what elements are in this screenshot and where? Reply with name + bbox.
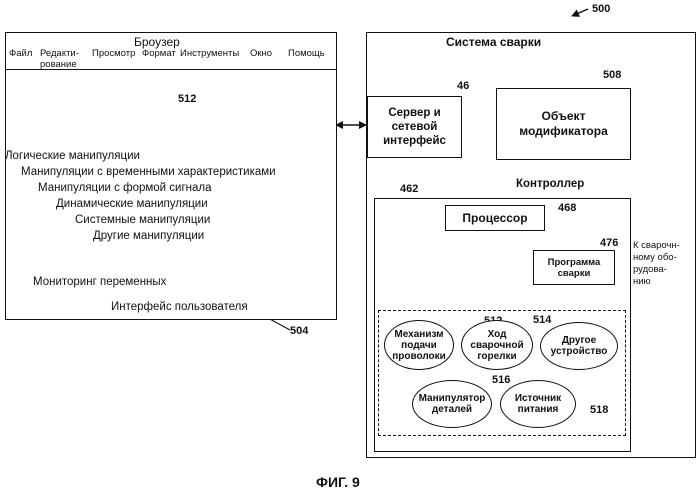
modifier-box: Объект модификатора: [496, 88, 631, 160]
item-logical[interactable]: Логические манипуляции: [5, 150, 140, 162]
menu-tools[interactable]: Инструменты: [180, 48, 239, 59]
monitoring-label[interactable]: Мониторинг переменных: [33, 276, 166, 288]
menu-format[interactable]: Формат: [142, 48, 176, 59]
item-dynamic[interactable]: Динамические манипуляции: [56, 198, 208, 210]
ref-468: 468: [558, 202, 576, 214]
program-label-2: сварки: [558, 268, 591, 279]
program-label-1: Программа: [548, 257, 601, 268]
ref-518: 518: [590, 404, 608, 416]
controller-label: Контроллер: [516, 178, 584, 190]
ref-46: 46: [457, 80, 469, 92]
menu-file[interactable]: Файл: [9, 48, 32, 59]
program-box: Программа сварки: [533, 250, 615, 285]
manipulator-node: Манипулятор деталей: [412, 380, 492, 428]
ref-508: 508: [603, 69, 621, 81]
item-timing[interactable]: Манипуляции с временными характеристикам…: [21, 166, 276, 178]
output-label: К сварочн- ному обо- рудова- нию: [633, 240, 680, 288]
server-label-3: интерфейс: [383, 135, 446, 147]
figure-label: ФИГ. 9: [316, 474, 360, 490]
ref-512-browser: 512: [178, 93, 196, 105]
modifier-label-2: модификатора: [519, 124, 608, 138]
system-title: Система сварки: [446, 35, 541, 49]
server-box: Сервер и сетевой интерфейс: [367, 96, 462, 158]
item-other[interactable]: Другие манипуляции: [93, 230, 204, 242]
menu-edit[interactable]: Редакти-рование: [40, 48, 79, 70]
server-label-1: Сервер и: [388, 107, 440, 119]
other-device-node: Другое устройство: [540, 322, 618, 370]
torch-node: Ход сварочной горелки: [461, 320, 533, 370]
ref-514: 514: [533, 314, 551, 326]
wire-feed-node: Механизм подачи проволоки: [384, 320, 454, 370]
power-source-node: Источник питания: [500, 380, 576, 428]
ref-462: 462: [400, 183, 418, 195]
ref-516: 516: [492, 374, 510, 386]
item-waveform[interactable]: Манипуляции с формой сигнала: [38, 182, 212, 194]
ui-label: Интерфейс пользователя: [111, 301, 248, 313]
item-system[interactable]: Системные манипуляции: [75, 214, 210, 226]
menu-window[interactable]: Окно: [250, 48, 272, 59]
menu-view[interactable]: Просмотр: [92, 48, 135, 59]
ref-476: 476: [600, 237, 618, 249]
processor-label: Процессор: [462, 211, 527, 225]
ref-504: 504: [290, 325, 308, 337]
menu-help[interactable]: Помощь: [288, 48, 325, 59]
server-label-2: сетевой: [392, 121, 438, 133]
ref-500: 500: [592, 3, 610, 15]
modifier-label-1: Объект: [542, 109, 586, 123]
processor-box: Процессор: [445, 205, 545, 231]
ref-500-arrow: [572, 9, 588, 16]
browser-title: Броузер: [134, 35, 180, 49]
